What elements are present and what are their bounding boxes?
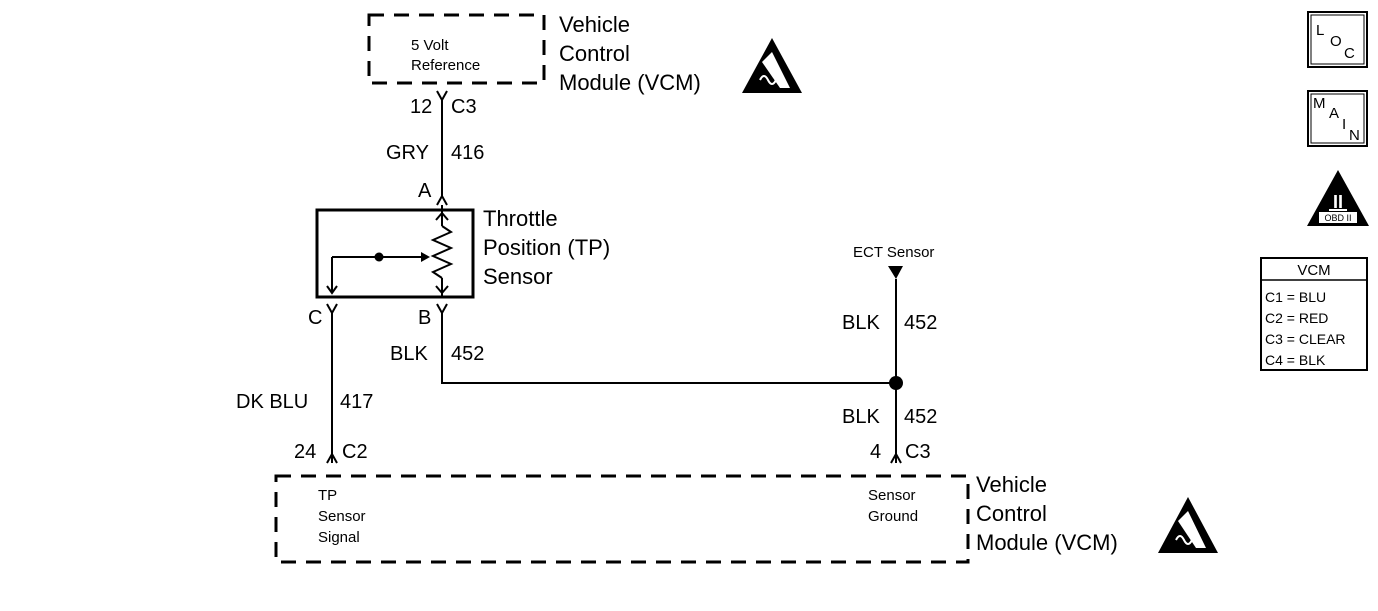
connector-top-pin: 12 bbox=[410, 96, 432, 118]
top-vcm-title-line3: Module (VCM) bbox=[559, 70, 701, 95]
tp-pin-a: A bbox=[418, 180, 432, 202]
wire-ground-ect-circuit: 452 bbox=[904, 312, 937, 334]
connector-signal-id: C2 bbox=[342, 441, 368, 463]
vcm-tp-signal-line2: Sensor bbox=[318, 508, 366, 525]
vcm-legend-row-4: C4 = BLK bbox=[1265, 352, 1326, 368]
ect-sensor-arrow-icon bbox=[888, 266, 903, 279]
tp-sensor: Throttle Position (TP) Sensor bbox=[315, 205, 610, 299]
tp-sensor-name-line1: Throttle bbox=[483, 206, 558, 231]
vcm-ground-line2: Ground bbox=[868, 508, 918, 525]
esd-warning-icon bbox=[742, 38, 802, 93]
vcm-ground-line1: Sensor bbox=[868, 487, 916, 504]
bottom-vcm-dashed-box bbox=[274, 474, 970, 564]
connector-top-ref: 12 C3 bbox=[410, 90, 477, 118]
vcm-tp-signal-line3: Signal bbox=[318, 529, 360, 546]
obd-icon-symbol: II bbox=[1333, 192, 1343, 212]
vcm-legend-row-2: C2 = RED bbox=[1265, 310, 1328, 326]
loc-icon[interactable]: L O C bbox=[1307, 11, 1368, 68]
vcm-legend-row-1: C1 = BLU bbox=[1265, 289, 1326, 305]
top-vcm-title-line1: Vehicle bbox=[559, 12, 630, 37]
wire-ground-vcm-circuit: 452 bbox=[904, 406, 937, 428]
main-icon-letter-1: M bbox=[1313, 95, 1326, 112]
wire-signal-circuit: 417 bbox=[340, 391, 373, 413]
ect-sensor-label: ECT Sensor bbox=[853, 244, 934, 261]
top-vcm-ref-line1: 5 Volt bbox=[411, 37, 449, 54]
loc-icon-letter-1: L bbox=[1316, 22, 1324, 39]
wire-ref-circuit: 416 bbox=[451, 142, 484, 164]
wire-ground-ect-color: BLK bbox=[842, 312, 880, 334]
top-vcm-ref-line2: Reference bbox=[411, 57, 480, 74]
bottom-vcm-module: TP Sensor Signal Sensor Ground Vehicle C… bbox=[274, 472, 1218, 564]
top-vcm-module: 5 Volt Reference Vehicle Control Module … bbox=[367, 12, 802, 95]
vcm-legend-row-3: C3 = CLEAR bbox=[1265, 331, 1346, 347]
main-icon-letter-2: A bbox=[1329, 105, 1339, 122]
connector-top-id: C3 bbox=[451, 96, 477, 118]
connector-ground-id: C3 bbox=[905, 441, 931, 463]
top-vcm-title-line2: Control bbox=[559, 41, 630, 66]
wire-ground-tp-color: BLK bbox=[390, 343, 428, 365]
tp-pin-c: C bbox=[308, 307, 322, 329]
tp-sensor-box bbox=[315, 208, 475, 299]
bottom-vcm-title-line3: Module (VCM) bbox=[976, 530, 1118, 555]
bottom-vcm-title-line2: Control bbox=[976, 501, 1047, 526]
tp-sensor-name-line3: Sensor bbox=[483, 264, 553, 289]
main-icon-letter-4: N bbox=[1349, 127, 1360, 144]
esd-warning-icon bbox=[1158, 497, 1218, 553]
wire-ref-color: GRY bbox=[386, 142, 429, 164]
wire-ground-tp-452 bbox=[441, 313, 896, 384]
tp-pin-b: B bbox=[418, 307, 431, 329]
connector-signal: 24 C2 bbox=[294, 441, 368, 464]
connector-ground-pin: 4 bbox=[870, 441, 881, 463]
vcm-legend-title: VCM bbox=[1297, 262, 1330, 279]
connector-ground: 4 C3 bbox=[870, 441, 931, 464]
vcm-tp-signal-line1: TP bbox=[318, 487, 337, 504]
wire-ground-tp-circuit: 452 bbox=[451, 343, 484, 365]
main-icon[interactable]: M A I N bbox=[1307, 90, 1368, 147]
bottom-vcm-title-line1: Vehicle bbox=[976, 472, 1047, 497]
splice-junction bbox=[889, 376, 903, 390]
loc-icon-letter-2: O bbox=[1330, 33, 1342, 50]
tp-sensor-name-line2: Position (TP) bbox=[483, 235, 610, 260]
top-vcm-dashed-box bbox=[367, 13, 546, 85]
vcm-connector-legend: VCM C1 = BLU C2 = RED C3 = CLEAR C4 = BL… bbox=[1260, 257, 1368, 371]
loc-icon-letter-3: C bbox=[1344, 45, 1355, 62]
obd-ii-icon[interactable]: II OBD II bbox=[1307, 170, 1369, 226]
connector-signal-pin: 24 bbox=[294, 441, 316, 463]
wire-ground-vcm-color: BLK bbox=[842, 406, 880, 428]
obd-icon-label: OBD II bbox=[1324, 213, 1351, 223]
main-icon-letter-3: I bbox=[1342, 116, 1346, 133]
wire-signal-color: DK BLU bbox=[236, 391, 308, 413]
